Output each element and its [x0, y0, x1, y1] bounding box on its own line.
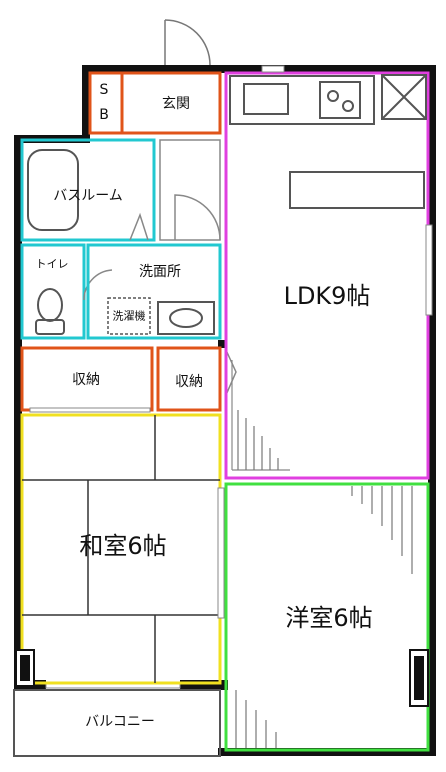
kitchen-counter-icon	[229, 75, 375, 125]
bathtub-icon	[27, 149, 79, 231]
storage-1-label: 収納	[72, 372, 100, 388]
sb-label-bottom: B	[99, 107, 109, 123]
ldk-outline	[224, 71, 430, 480]
fridge-icon	[381, 74, 427, 120]
hall	[159, 139, 221, 241]
youshitsu-outline	[224, 482, 430, 752]
entrance-label: 玄関	[162, 96, 190, 112]
kitchen-island-icon	[289, 171, 425, 209]
bathroom-label: バスルーム	[53, 188, 123, 204]
toilet-outline	[20, 243, 86, 340]
ldk-door-swing	[231, 360, 290, 471]
washroom-outline	[86, 243, 222, 340]
stove-icon	[319, 81, 361, 119]
youshitsu-right-window	[409, 649, 429, 707]
youshitsu-label: 洋室6帖	[285, 604, 373, 632]
balcony-outline	[13, 689, 221, 757]
storage-2-outline	[156, 346, 222, 412]
ldk-label: LDK9帖	[283, 282, 371, 310]
washing-machine-label: 洗濯機	[112, 309, 146, 323]
bathroom-outline	[20, 138, 156, 242]
toilet-label: トイレ	[35, 257, 69, 271]
washing-machine-icon	[107, 297, 151, 335]
entrance-door-icon	[164, 19, 211, 66]
sb-label-top: S	[99, 82, 109, 98]
tatami-lines	[22, 415, 220, 683]
washitsu-label: 和室6帖	[79, 532, 167, 560]
entrance-outline	[120, 71, 222, 135]
storage-2-label: 収納	[175, 374, 203, 390]
sink-icon	[157, 301, 215, 335]
washitsu-left-window	[15, 649, 35, 687]
balcony-label: バルコニー	[85, 714, 155, 730]
toilet-icon	[35, 288, 65, 335]
washroom-label: 洗面所	[139, 264, 181, 280]
